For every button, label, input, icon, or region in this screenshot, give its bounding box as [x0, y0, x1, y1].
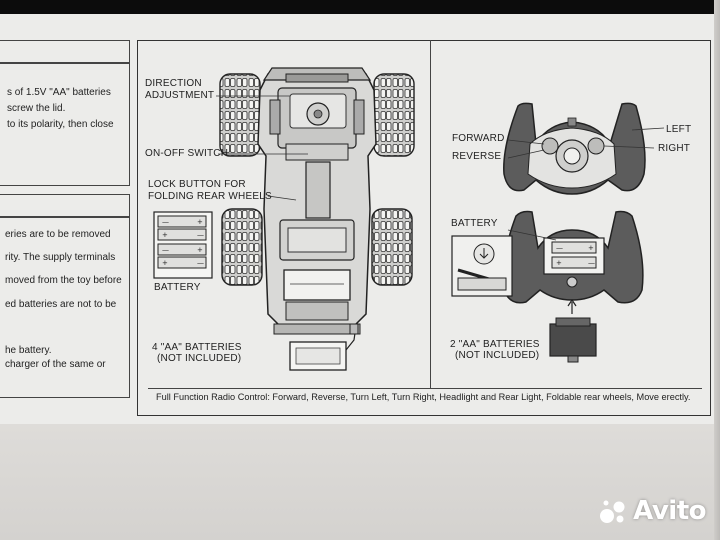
front-left-wheel: [219, 73, 261, 157]
svg-text:+: +: [588, 244, 594, 252]
svg-text:+: +: [197, 218, 203, 226]
label-direction-adjustment-1: DIRECTION: [145, 78, 202, 89]
warning-line-3: moved from the toy before: [5, 275, 122, 286]
label-right: RIGHT: [658, 143, 691, 154]
diagram-frame: [137, 40, 711, 416]
label-left: LEFT: [666, 124, 692, 135]
left-box-header-2: [0, 194, 130, 218]
left-box-warnings: eries are to be removed rity. The supply…: [0, 216, 130, 398]
box-edge-dark: [0, 0, 720, 14]
label-car-battery: BATTERY: [154, 282, 201, 293]
svg-text:—: —: [162, 218, 169, 226]
label-reverse: REVERSE: [452, 151, 502, 162]
install-line-1: s of 1.5V "AA" batteries: [7, 87, 111, 98]
avito-logo-icon: [600, 500, 625, 523]
label-forward: FORWARD: [452, 133, 505, 144]
features-footer: Full Function Radio Control: Forward, Re…: [156, 392, 691, 402]
car-diagram: — + + — — + + —: [153, 67, 415, 371]
remote-batteries-note-2: (NOT INCLUDED): [455, 350, 540, 361]
car-batteries-note-1: 4 "AA" BATTERIES: [152, 342, 242, 353]
rear-right-wheel: [371, 208, 413, 286]
left-box-battery-install: s of 1.5V "AA" batteries screw the lid. …: [0, 62, 130, 186]
car-batteries-note-2: (NOT INCLUDED): [157, 353, 242, 364]
box-edge-right: [714, 0, 720, 540]
svg-text:—: —: [197, 259, 204, 267]
svg-text:—: —: [197, 231, 204, 239]
avito-watermark-text: Avito: [633, 496, 706, 526]
label-on-off-switch: ON-OFF SWITCH: [145, 148, 229, 159]
avito-watermark: Avito: [598, 496, 706, 526]
install-line-3: to its polarity, then close: [7, 119, 114, 130]
label-direction-adjustment-2: ADJUSTMENT: [145, 90, 215, 101]
label-remote-battery: BATTERY: [451, 218, 498, 229]
svg-text:+: +: [162, 231, 168, 239]
svg-text:+: +: [556, 259, 562, 267]
install-line-2: screw the lid.: [7, 103, 66, 114]
remote-batteries-note-1: 2 "AA" BATTERIES: [450, 339, 540, 350]
warning-line-5: he battery.: [5, 345, 52, 356]
panel-divider: [430, 40, 431, 388]
front-right-wheel: [373, 73, 415, 157]
remote-battery-pack: [549, 323, 597, 357]
left-box-header: [0, 40, 130, 64]
svg-text:—: —: [556, 244, 563, 252]
rear-left-wheel: [221, 208, 263, 286]
footer-divider: [148, 388, 702, 389]
svg-text:—: —: [162, 246, 169, 254]
remote-diagram: — + + —: [451, 102, 665, 363]
label-lock-button-2: FOLDING REAR WHEELS: [148, 191, 272, 202]
svg-text:+: +: [197, 246, 203, 254]
label-lock-button-1: LOCK BUTTON FOR: [148, 179, 246, 190]
svg-text:—: —: [588, 259, 595, 267]
svg-text:+: +: [162, 259, 168, 267]
warning-line-2: rity. The supply terminals: [5, 252, 116, 263]
warning-line-1: eries are to be removed: [5, 229, 111, 240]
warning-line-6: charger of the same or: [5, 359, 106, 370]
warning-line-4: ed batteries are not to be: [5, 299, 117, 310]
